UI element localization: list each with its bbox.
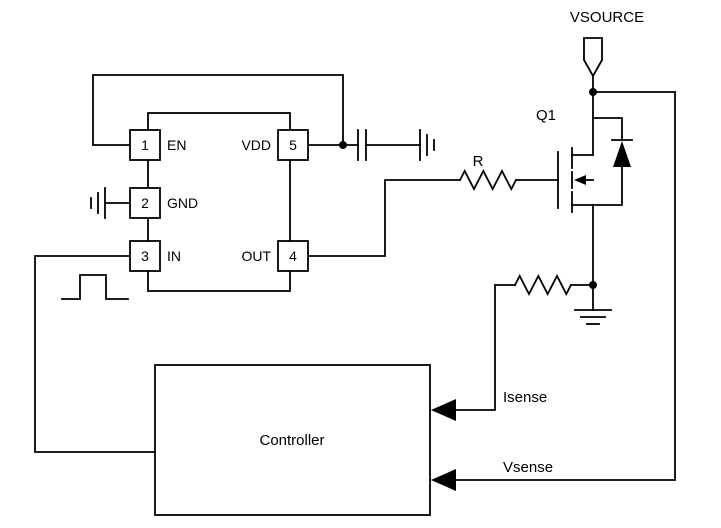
vsense-signal: Vsense (431, 459, 553, 491)
diode-triangle-icon (613, 141, 631, 167)
controller-label: Controller (259, 432, 324, 449)
pin-en-name: EN (167, 137, 186, 153)
controller-box (154, 364, 431, 516)
pin-1-box (129, 129, 161, 161)
controller-block: Controller (154, 364, 431, 516)
pin-in-name: IN (167, 248, 181, 264)
pin-vdd-name: VDD (241, 137, 271, 153)
mosfet-source-wire (571, 204, 594, 286)
q1-label: Q1 (536, 107, 556, 124)
r-label: R (473, 153, 484, 170)
isense-arrow-icon (431, 399, 456, 421)
gate-resistor: R (458, 153, 518, 191)
wires (34, 74, 676, 481)
pin-4-number: 4 (289, 248, 297, 264)
pin-2-number: 2 (141, 195, 149, 211)
pin-5-box (277, 129, 309, 161)
vsense-arrow-icon (431, 469, 456, 491)
en-vdd-loop-wire (92, 74, 344, 146)
vdd-bypass-capacitor (357, 129, 367, 161)
mosfet-body-arrow-icon (574, 175, 586, 185)
vsource-port: VSOURCE (570, 9, 644, 93)
pin-gnd-name: GND (167, 195, 198, 211)
ic-body (147, 112, 291, 292)
ground-symbol-gnd-pin (90, 187, 106, 219)
mosfet-drain-wire (571, 91, 594, 156)
pin-2-box (129, 187, 161, 219)
isense-signal: Isense (431, 389, 547, 421)
pin-3-number: 3 (141, 248, 149, 264)
junction-dot-drain (589, 88, 597, 96)
body-diode (592, 117, 633, 206)
in-wire (34, 255, 156, 453)
pin-3-box (129, 240, 161, 272)
vsense-wire (454, 91, 676, 481)
pulse-waveform-icon (61, 274, 129, 300)
isense-label: Isense (503, 389, 547, 406)
resistor-zigzag (458, 169, 518, 191)
driver-ic: 1 2 3 5 4 EN GND IN VDD OUT (129, 112, 309, 292)
vsense-label: Vsense (503, 459, 553, 476)
pin-out-name: OUT (241, 248, 271, 264)
diode-anode-wire (592, 166, 623, 206)
pin-5-number: 5 (289, 137, 297, 153)
junction-dot-vdd (339, 141, 347, 149)
vsource-label: VSOURCE (570, 9, 644, 26)
diode-cathode-wire (592, 117, 623, 141)
pin-1-number: 1 (141, 137, 149, 153)
vsource-connector-icon (583, 37, 603, 78)
mosfet-q1: Q1 (536, 91, 633, 286)
ground-symbol-source (574, 284, 612, 325)
out-wire (307, 179, 461, 257)
ground-symbol-vdd (419, 129, 435, 161)
isense-wire (455, 284, 516, 411)
pin-4-box (277, 240, 309, 272)
sense-resistor-zigzag (513, 274, 573, 296)
junction-dot-source (589, 281, 597, 289)
